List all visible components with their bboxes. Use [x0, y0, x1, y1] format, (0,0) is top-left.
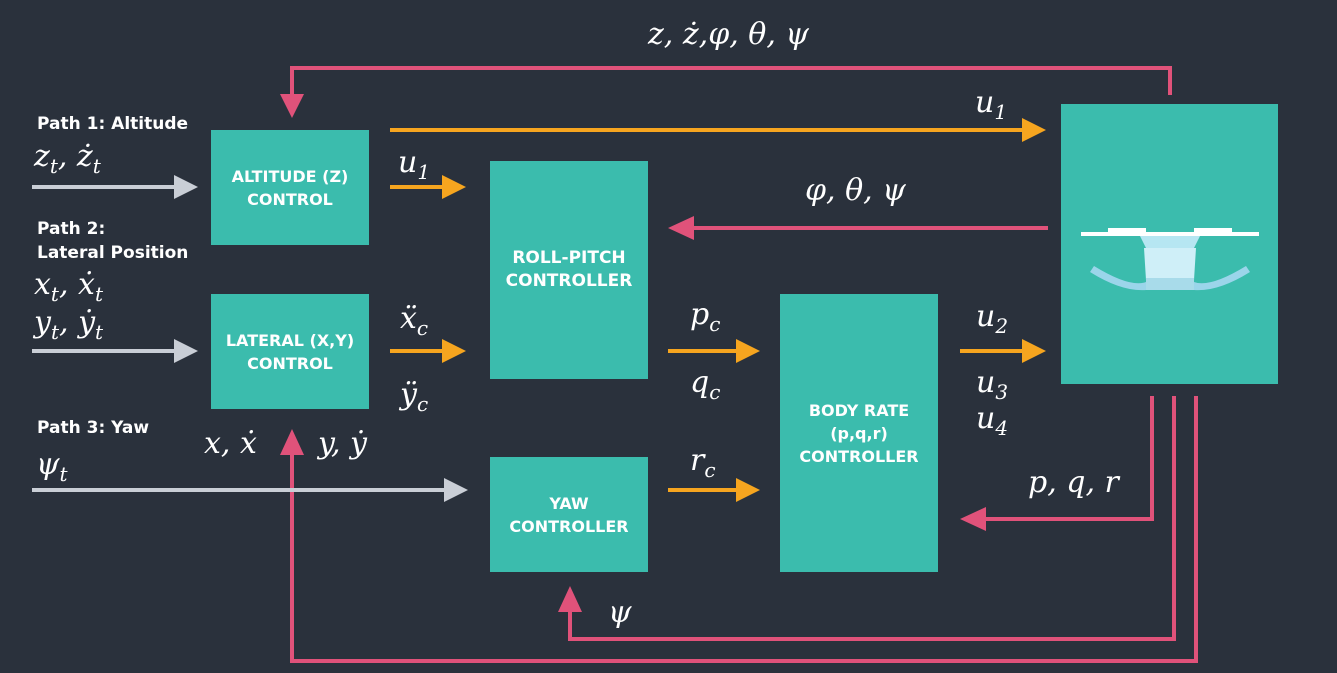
psi-feedback-label: ψ	[608, 595, 632, 630]
u1-mid-label: u1	[398, 145, 431, 184]
x-feedback-label: x, ẋ	[204, 426, 257, 461]
lateral-control-block: LATERAL (X,Y) CONTROL	[211, 294, 369, 409]
altitude-input-arrowhead	[174, 175, 198, 199]
yaw-input-label: ψt	[36, 447, 68, 486]
feedback-arrowhead-top	[280, 94, 304, 118]
yaw-block-line1: YAW	[549, 493, 589, 513]
altitude-block-line1: ALTITUDE (Z)	[231, 166, 349, 186]
pqr-feedback-label: p, q, r	[1028, 465, 1119, 500]
u3-label: u3	[976, 365, 1009, 404]
body-rate-controller-block: BODY RATE (p,q,r) CONTROLLER	[780, 294, 938, 572]
pc-label: pc	[690, 297, 721, 336]
top-feedback-label: z, ż,φ, θ, ψ	[648, 17, 809, 52]
pqr-feedback-arrowhead	[960, 507, 986, 531]
yaw-block-line2: CONTROLLER	[509, 516, 629, 536]
psi-feedback-arrowhead	[558, 586, 582, 612]
psi-feedback-arrow	[568, 396, 1176, 641]
u2-label: u2	[976, 299, 1009, 338]
lateral-x-input-label: xt, ẋt	[34, 267, 104, 306]
path3-label: Path 3: Yaw	[37, 418, 150, 438]
u1-top-label: u1	[975, 85, 1008, 124]
roll-pitch-block-line2: CONTROLLER	[505, 271, 633, 291]
altitude-block-line2: CONTROL	[247, 189, 333, 209]
roll-pitch-block-line1: ROLL-PITCH	[512, 248, 626, 268]
yaw-input-arrowhead	[444, 478, 468, 502]
yaw-controller-block: YAW CONTROLLER	[490, 457, 648, 572]
lateral-y-input-label: yt, ẏt	[34, 305, 104, 344]
path2-label-line1: Path 2:	[37, 219, 106, 239]
altitude-control-block: ALTITUDE (Z) CONTROL	[211, 130, 369, 245]
feedback-arrow-top	[290, 66, 1172, 96]
pq-cmd-arrowhead	[736, 339, 760, 363]
lateral-block-line1: LATERAL (X,Y)	[225, 330, 355, 350]
xc-label: ẍc	[400, 301, 429, 340]
body-rate-block-line2: (p,q,r)	[830, 423, 888, 443]
attitude-feedback-arrowhead	[668, 216, 694, 240]
path1-label: Path 1: Altitude	[37, 114, 189, 134]
xy-feedback-arrow	[290, 396, 1198, 663]
qc-label: qc	[690, 365, 721, 404]
altitude-input-label: zt, żt	[34, 139, 101, 178]
y-feedback-label: y, ẏ	[318, 426, 367, 461]
body-rate-block-line3: CONTROLLER	[799, 446, 919, 466]
yc-label: ÿc	[400, 377, 429, 416]
lateral-input-arrowhead	[174, 339, 198, 363]
r-cmd-arrowhead	[736, 478, 760, 502]
xy-feedback-arrowhead	[280, 429, 304, 455]
quadrotor-drone-icon	[1081, 228, 1259, 291]
u4-label: u4	[976, 401, 1009, 440]
path2-label-line2: Lateral Position	[37, 243, 189, 263]
u1-top-arrowhead	[1022, 118, 1046, 142]
accel-cmd-arrowhead	[442, 339, 466, 363]
roll-pitch-controller-block: ROLL-PITCH CONTROLLER	[490, 161, 648, 379]
u234-arrowhead	[1022, 339, 1046, 363]
attitude-feedback-label: φ, θ, ψ	[805, 173, 906, 208]
lateral-block-line2: CONTROL	[247, 353, 333, 373]
body-rate-block-line1: BODY RATE	[808, 400, 910, 420]
rc-label: rc	[690, 443, 716, 482]
u1-mid-arrowhead	[442, 175, 466, 199]
pqr-feedback-arrow	[982, 396, 1154, 521]
